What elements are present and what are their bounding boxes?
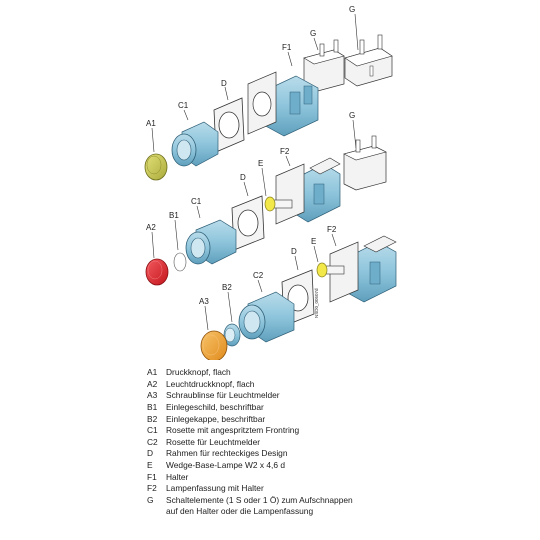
legend-code: B1 [147,402,158,413]
legend-row-f2: F2 Lampenfassung mit Halter [147,483,447,495]
legend-row-a1: A1 Druckknopf, flach [147,367,447,379]
label-e-row3: E [311,237,316,246]
label-f1: F1 [282,43,292,52]
label-d-row3: D [291,247,297,256]
label-g-row2: G [349,111,355,120]
frame-d-row1 [213,86,245,153]
legend-row-a3: A3 Schraublinse für Leuchtmelder [147,390,447,402]
legend-code: E [147,460,153,471]
label-a3: A3 [199,297,209,306]
legend-text: Lampenfassung mit Halter [166,483,264,494]
label-f2-row3: F2 [327,225,337,234]
legend-row-g-continued: auf den Halter oder die Lampenfassung [147,506,447,518]
legend-text: Rahmen für rechteckiges Design [166,448,288,459]
legend-text: Schaltelemente (1 S oder 1 Ö) zum Aufsch… [166,494,353,505]
legend-row-e: E Wedge-Base-Lampe W2 x 4,6 d [147,460,447,472]
label-a1: A1 [146,119,156,128]
legend-row-g: G Schaltelemente (1 S oder 1 Ö) zum Aufsc… [147,495,447,507]
legend-code: F1 [147,471,157,482]
legend-code: C1 [147,425,158,436]
insert-label-b1 [173,219,187,272]
lamp-holder-f2-row2 [275,155,341,225]
label-g-row1: G [310,29,316,38]
legend-code: A2 [147,378,158,389]
holder-f1 [247,51,319,137]
label-e-row2: E [258,159,263,168]
legend-text: Schraublinse für Leuchtmelder [166,390,280,401]
switch-element-g-row1 [303,37,345,93]
legend-code: G [147,494,154,505]
frame-d-row2 [231,181,265,251]
legend-text: Halter [166,471,189,482]
exploded-view-drawing: NSD0_00507d G G F1 D C1 A1 G E F2 D C1 B… [144,5,397,360]
lamp-holder-f2-row3 [329,233,397,303]
label-b2: B2 [222,283,232,292]
legend-code: D [147,448,154,459]
legend-code: B2 [147,413,158,424]
label-c1-row1: C1 [178,101,189,110]
insert-cap-b2 [223,291,241,347]
label-c1-row2: C1 [191,197,202,206]
legend-text: Leuchtdruckknopf, flach [166,378,255,389]
rosette-c1-row2 [185,205,237,265]
legend-row-c1: C1 Rosette mit angespritztem Frontring [147,425,447,437]
lamp-e-row2 [261,167,293,212]
lamp-e-row3 [313,245,345,278]
legend-text: auf den Halter oder die Lampenfassung [166,506,314,517]
legend-code: A3 [147,390,158,401]
legend-row-b2: B2 Einlegekappe, beschriftbar [147,413,447,425]
label-d-row1: D [221,79,227,88]
legend-row-c2: C2 Rosette für Leuchtmelder [147,437,447,449]
legend-text: Wedge-Base-Lampe W2 x 4,6 d [166,460,286,471]
label-g-top: G [349,5,355,14]
legend-code: C2 [147,436,158,447]
legend-code: F2 [147,483,157,494]
label-b1: B1 [169,211,179,220]
parts-legend: A1 Druckknopf, flach A2 Leuchtdruckknopf, … [147,367,447,518]
legend-text: Einlegeschild, beschriftbar [166,402,264,413]
legend-text: Rosette für Leuchtmelder [166,436,261,447]
rosette-c1-row1 [171,109,219,167]
screw-lens-a3 [200,305,228,360]
switch-element-g-top [344,13,393,87]
legend-text: Rosette mit angespritztem Frontring [166,425,300,436]
switch-element-g-row2 [343,119,387,191]
legend-row-a2: A2 Leuchtdruckknopf, flach [147,379,447,391]
legend-row-d: D Rahmen für rechteckiges Design [147,448,447,460]
label-c2: C2 [253,271,264,280]
illuminated-button-a2 [145,231,169,286]
push-button-a1 [144,127,168,181]
legend-text: Einlegekappe, beschriftbar [166,413,266,424]
legend-row-f1: F1 Halter [147,471,447,483]
label-d-row2: D [240,173,246,182]
label-f2-row2: F2 [280,147,290,156]
label-a2: A2 [146,223,156,232]
legend-row-b1: B1 Einlegeschild, beschriftbar [147,402,447,414]
legend-text: Druckknopf, flach [166,367,231,378]
drawing-reference-code: NSD0_00507d [314,288,319,318]
rosette-c2 [238,279,295,343]
legend-code: A1 [147,367,158,378]
